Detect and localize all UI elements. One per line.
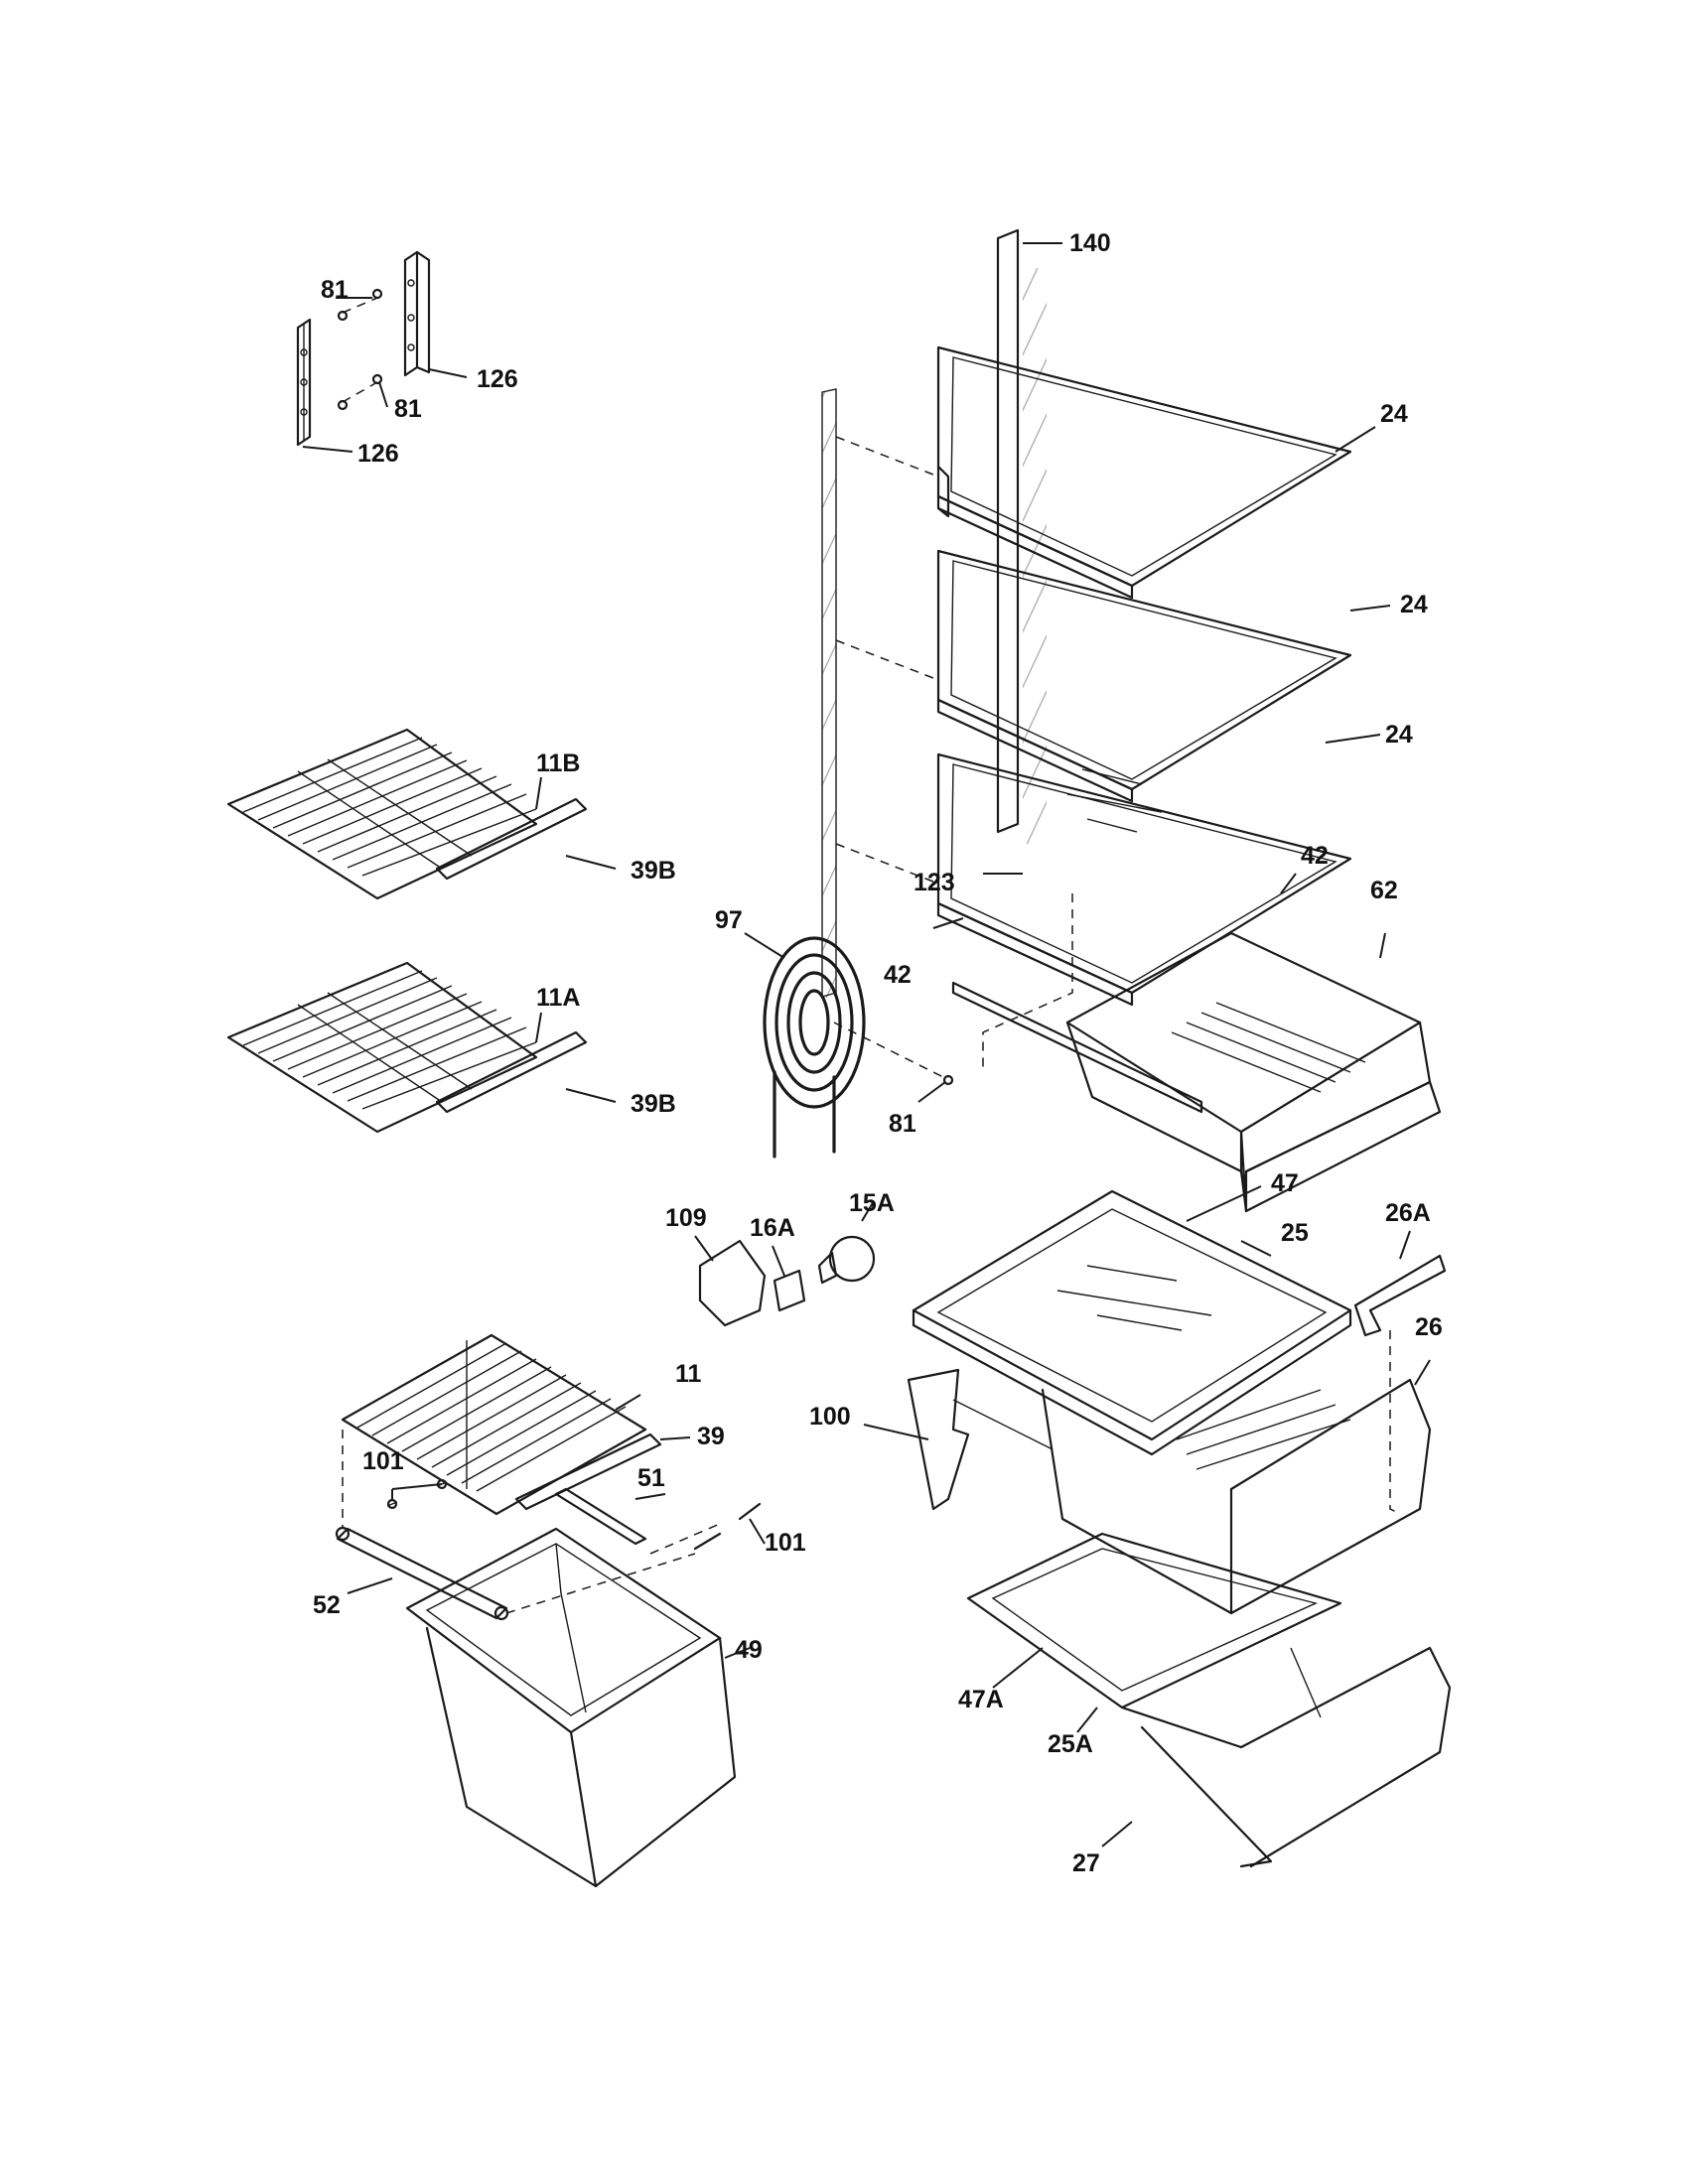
crisper-drawer-26 [1041,1378,1432,1615]
label-26: 26 [1415,1313,1443,1341]
label-123: 123 [914,869,955,896]
label-11: 11 [675,1360,702,1388]
label-109: 109 [665,1204,707,1232]
bracket-126-left [296,318,312,447]
label-101-left: 101 [362,1447,404,1475]
bracket-126-right [403,250,431,377]
crisper-drawer-62 [951,931,1442,1213]
label-27: 27 [1072,1849,1100,1877]
bracket-26A [1353,1254,1447,1515]
label-26A: 26A [1385,1199,1431,1227]
label-81-lower: 81 [394,395,422,423]
label-39B-upper: 39B [631,857,676,885]
label-25A: 25A [1048,1730,1093,1758]
label-39: 39 [697,1423,725,1450]
heater-coil-97 [763,936,954,1159]
crisper-cover-25 [912,1189,1352,1456]
label-97: 97 [715,906,743,934]
label-42-lower: 42 [884,961,912,989]
bulb-15A [817,1235,876,1285]
label-126-right: 126 [477,365,518,393]
leader-lines [302,242,1431,1847]
frame-51-52 [335,1430,721,1621]
shelf-dash-lines [835,436,1073,1072]
storage-bin-49 [405,1527,737,1888]
glass-shelf-24-middle [936,549,1352,803]
label-100: 100 [809,1403,851,1431]
light-shield-109 [698,1239,767,1327]
label-140: 140 [1069,229,1111,257]
label-101-right: 101 [765,1529,806,1557]
label-16A: 16A [750,1214,795,1242]
screws-101 [386,1478,762,1551]
glass-shelf-24-bottom [936,752,1352,1007]
label-42-upper: 42 [1301,842,1329,870]
label-24-bottom: 24 [1385,721,1413,749]
pan-drawer-27 [1120,1646,1452,1868]
wire-shelf-11 [341,1333,647,1516]
socket-16A [773,1269,806,1312]
label-47: 47 [1271,1169,1299,1197]
label-15A: 15A [849,1189,895,1217]
label-52: 52 [313,1591,341,1619]
label-47A: 47A [958,1686,1004,1713]
wire-shelf-11B [226,728,588,900]
label-25: 25 [1281,1219,1309,1247]
label-24-middle: 24 [1400,591,1428,618]
label-126-left: 126 [357,440,399,468]
label-51: 51 [637,1464,665,1492]
label-62: 62 [1370,877,1398,904]
label-39B-lower: 39B [631,1090,676,1118]
label-11B: 11B [536,750,580,777]
glass-shelf-24-top [936,345,1352,600]
panel-100 [907,1368,1054,1511]
callout-labels: 140 81 126 81 126 24 24 24 11B 39B 123 4… [313,229,1443,1877]
screws-81-top [337,288,383,411]
label-49: 49 [735,1636,763,1664]
label-81-top: 81 [321,276,349,304]
label-24-top: 24 [1380,400,1408,428]
label-11A: 11A [536,984,580,1012]
wire-shelf-11A [226,961,588,1134]
label-81-center: 81 [889,1110,916,1138]
pan-cover-25A [966,1532,1342,1709]
